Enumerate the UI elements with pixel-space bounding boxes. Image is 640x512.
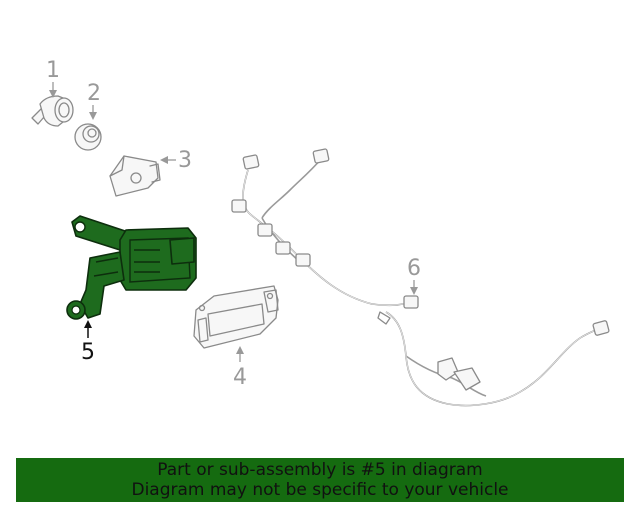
leader-arrow-3 <box>160 156 168 164</box>
sensor-grommet-icon[interactable] <box>74 123 102 151</box>
banner-line-1: Part or sub-assembly is #5 in diagram <box>157 460 483 480</box>
parking-sensor-icon[interactable] <box>31 95 74 127</box>
banner-line-2: Diagram may not be specific to your vehi… <box>131 480 509 500</box>
callout-label-2: 2 <box>87 81 101 106</box>
callout-label-6: 6 <box>407 256 421 281</box>
leader-arrow-4 <box>236 346 244 354</box>
callout-label-5: 5 <box>81 340 95 365</box>
parts-diagram: 1 2 3 5 4 <box>31 58 610 407</box>
callout-label-1: 1 <box>46 58 60 83</box>
info-banner: Part or sub-assembly is #5 in diagram Di… <box>16 458 624 502</box>
callout-label-4: 4 <box>233 365 247 390</box>
leader-arrow-2 <box>89 112 97 120</box>
leader-arrow-6 <box>410 287 418 295</box>
callout-label-3: 3 <box>178 148 192 173</box>
wiring-harness-icon[interactable] <box>231 148 610 407</box>
control-module-icon[interactable] <box>193 285 279 349</box>
module-bracket-icon[interactable] <box>66 215 197 320</box>
sensor-bracket-icon[interactable] <box>109 155 161 197</box>
leader-arrow-1 <box>49 90 57 98</box>
leader-arrow-5 <box>84 320 92 328</box>
